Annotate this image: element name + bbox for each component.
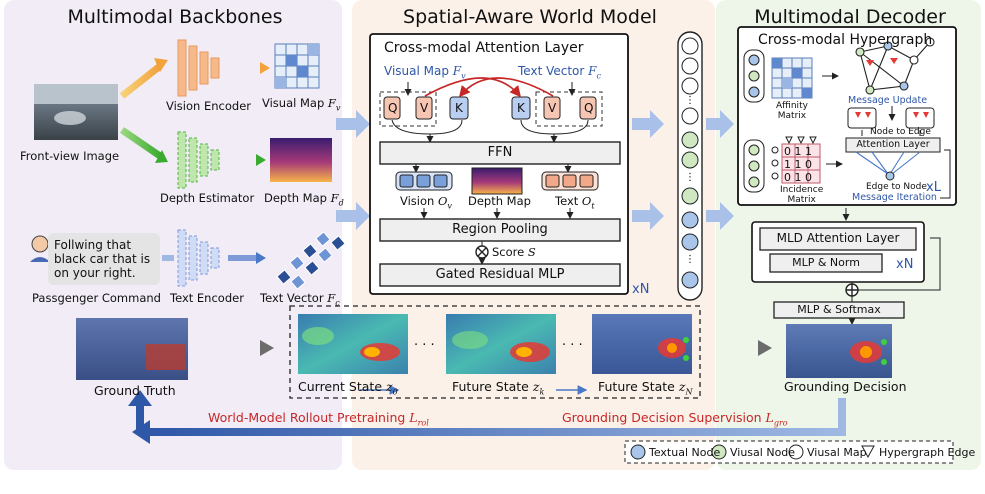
depth-estimator-icon bbox=[177, 131, 220, 189]
legend-visual-map: Viusal Map bbox=[807, 446, 867, 459]
ellipsis-2: · · · bbox=[562, 338, 583, 353]
legend-visual-node: Viusal Node bbox=[730, 446, 796, 459]
future-state-n-label: Future State zN bbox=[598, 379, 693, 397]
text-vector-icon bbox=[276, 231, 346, 290]
v-left: V bbox=[420, 101, 429, 115]
q-left: Q bbox=[388, 101, 398, 115]
states-box bbox=[289, 305, 701, 399]
command-label: Passgenger Command bbox=[32, 291, 161, 305]
attention-layer-label: Attention Layer bbox=[856, 139, 930, 150]
mlp-norm-label: MLP & Norm bbox=[792, 256, 860, 269]
legend-hypergraph-edge: Hypergraph Edge bbox=[879, 446, 976, 459]
wm-depth-map-label: Depth Map bbox=[468, 194, 531, 208]
hypergraph-title: Cross-modal Hypergraph bbox=[758, 32, 933, 48]
heatmap-state-k bbox=[446, 314, 556, 374]
rollout-label: World-Model Rollout Pretraining Lrol bbox=[208, 410, 429, 428]
supervision-label: Grounding Decision Supervision Lgro bbox=[562, 410, 788, 428]
vision-encoder-label: Vision Encoder bbox=[166, 99, 251, 113]
score-label: Score S bbox=[492, 245, 536, 259]
grounding-heat-blob bbox=[850, 339, 887, 365]
text-vector-label: Text Vector Fc bbox=[260, 291, 340, 308]
text-encoder-icon bbox=[177, 229, 220, 287]
ellipsis-1: · · · bbox=[414, 338, 435, 353]
mlp-softmax-label: MLP & Softmax bbox=[797, 303, 881, 316]
depth-estimator-label: Depth Estimator bbox=[160, 191, 255, 205]
heatmap-state-n bbox=[592, 314, 692, 374]
region-pooling-label: Region Pooling bbox=[452, 222, 548, 237]
future-state-k-label: Future State zk bbox=[452, 379, 545, 397]
wm-repeat-label: xN bbox=[632, 282, 650, 297]
cross-attn-title: Cross-modal Attention Layer bbox=[384, 40, 584, 56]
vision-out-label: Vision Ov bbox=[400, 194, 452, 211]
ffn-label: FFN bbox=[487, 145, 513, 160]
hypergraph-graph bbox=[855, 37, 935, 95]
vision-encoder-icon bbox=[177, 39, 220, 97]
message-update-label: Message Update bbox=[848, 95, 928, 106]
depth-map-label: Depth Map Fd bbox=[264, 191, 344, 208]
node-to-edge-label: Node to Edge bbox=[870, 127, 931, 137]
affinity-matrix bbox=[771, 57, 813, 99]
k-left: K bbox=[455, 101, 463, 115]
wm-text-vector-label: Text Vector Fc bbox=[518, 64, 601, 81]
grounding-decision-label: Grounding Decision bbox=[784, 379, 907, 394]
wm-visual-map-label: Visual Map Fv bbox=[384, 64, 466, 81]
text-encoder-label: Text Encoder bbox=[170, 291, 244, 305]
world-model-title: Spatial-Aware World Model bbox=[403, 6, 657, 28]
depth-map-image bbox=[270, 138, 332, 182]
visual-map-grid bbox=[274, 43, 320, 89]
text-out-label: Text Ot bbox=[555, 194, 595, 211]
gated-mlp-label: Gated Residual MLP bbox=[435, 267, 565, 282]
command-text: Follwing that black car that is on your … bbox=[54, 238, 151, 280]
current-state-label: Current State z0 bbox=[298, 379, 398, 397]
front-view-label: Front-view Image bbox=[20, 149, 120, 163]
edge-to-node-label: Edge to Node bbox=[866, 182, 927, 192]
backbones-title: Multimodal Backbones bbox=[67, 6, 283, 28]
message-iteration-label: Message Iteration bbox=[852, 192, 937, 203]
ground-truth-bbox bbox=[146, 344, 186, 370]
hyper-repeat-label: xL bbox=[926, 180, 941, 195]
svg-text:⋮: ⋮ bbox=[685, 254, 695, 265]
svg-text:⋮: ⋮ bbox=[685, 172, 695, 183]
visual-map-label: Visual Map Fv bbox=[262, 96, 341, 113]
mld-attention-label: MLD Attention Layer bbox=[776, 231, 900, 245]
decoder-title: Multimodal Decoder bbox=[754, 6, 946, 28]
v-right: V bbox=[548, 101, 557, 115]
legend-textual-node: Textual Node bbox=[649, 446, 721, 459]
ground-truth-label: Ground Truth bbox=[94, 383, 176, 398]
command-bubble bbox=[48, 233, 160, 285]
svg-text:⋮: ⋮ bbox=[685, 95, 695, 106]
q-right: Q bbox=[584, 101, 594, 115]
k-right: K bbox=[517, 101, 525, 115]
heatmap-state-0 bbox=[298, 314, 408, 374]
mld-repeat-label: xN bbox=[896, 257, 914, 272]
